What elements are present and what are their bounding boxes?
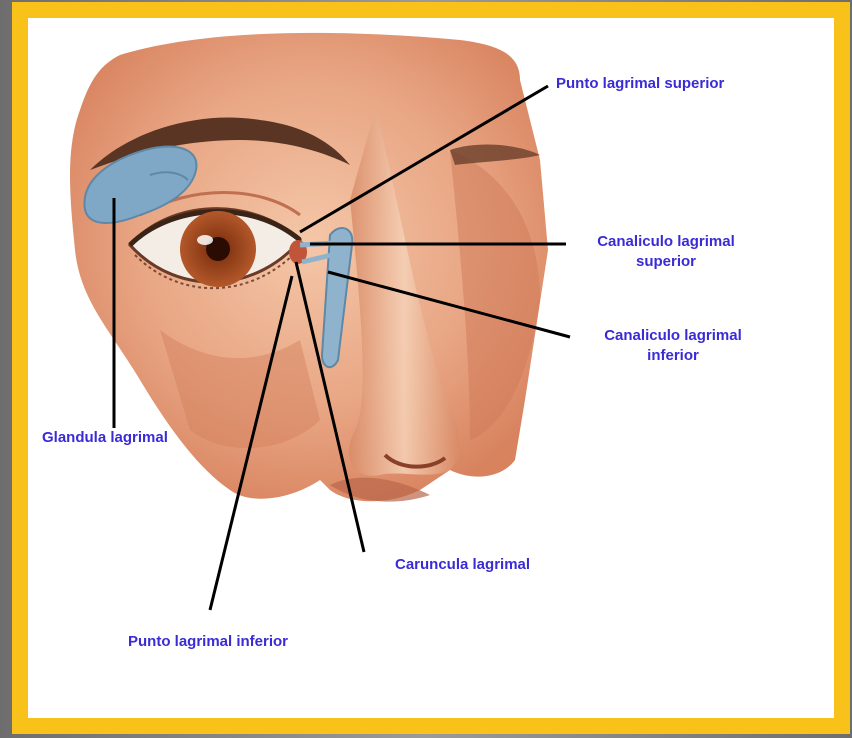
label-canaliculo-lagrimal-superior: Canaliculo lagrimal superior (573, 232, 759, 272)
label-punto-lagrimal-inferior: Punto lagrimal inferior (128, 632, 288, 652)
label-line: Canaliculo lagrimal (573, 232, 759, 252)
label-caruncula-lagrimal: Caruncula lagrimal (395, 555, 530, 575)
label-line: inferior (580, 346, 766, 366)
label-glandula-lagrimal: Glandula lagrimal (42, 428, 168, 448)
label-canaliculo-lagrimal-inferior: Canaliculo lagrimal inferior (580, 326, 766, 366)
label-line: superior (573, 252, 759, 272)
label-punto-lagrimal-superior: Punto lagrimal superior (556, 74, 724, 94)
label-line: Canaliculo lagrimal (580, 326, 766, 346)
eye-highlight (197, 235, 213, 245)
